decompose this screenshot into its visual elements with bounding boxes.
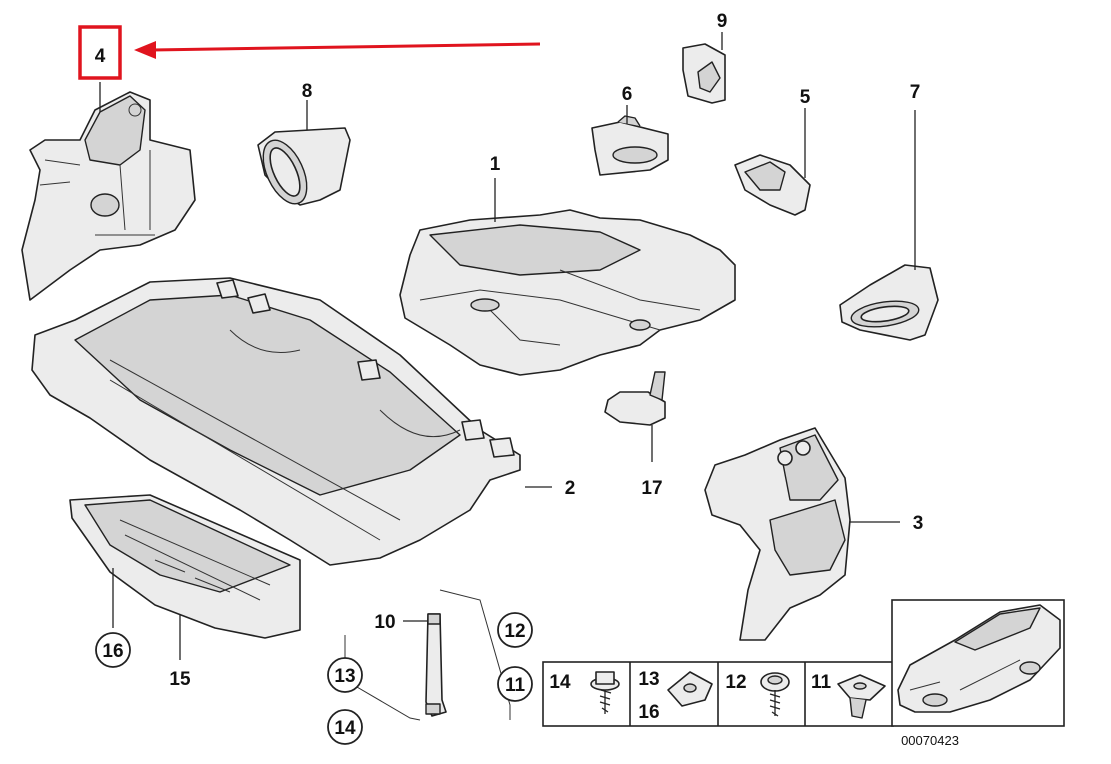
table-label-11: 11 — [811, 672, 832, 693]
clip-13-16[interactable] — [667, 671, 713, 707]
svg-text:14: 14 — [334, 718, 356, 739]
part-15-tray[interactable] — [69, 494, 301, 660]
car-thumbnail — [891, 599, 1065, 727]
svg-text:12: 12 — [504, 621, 525, 642]
label-2: 2 — [565, 478, 576, 499]
screw-12[interactable] — [760, 672, 790, 717]
part-5-bracket[interactable] — [734, 108, 811, 216]
highlight-box-part-4 — [78, 25, 122, 80]
label-1: 1 — [490, 154, 501, 175]
table-label-13: 13 — [638, 669, 659, 690]
svg-text:11: 11 — [505, 675, 526, 696]
part-6-cover[interactable] — [591, 105, 669, 176]
hardware-table — [542, 661, 894, 727]
label-6: 6 — [622, 84, 633, 105]
part-2-lower-panel[interactable] — [31, 277, 552, 566]
part-4-bracket[interactable] — [21, 82, 196, 301]
table-label-12: 12 — [725, 672, 746, 693]
part-1-underbody-panel[interactable] — [399, 178, 736, 376]
label-9: 9 — [717, 11, 728, 32]
clip-11[interactable] — [837, 674, 886, 719]
label-17: 17 — [641, 478, 662, 499]
label-7: 7 — [910, 82, 921, 103]
part-7-duct[interactable] — [839, 110, 939, 341]
reference-number: 00070423 — [901, 733, 959, 748]
part-10-strap[interactable] — [344, 589, 511, 721]
part-9-clip[interactable] — [682, 32, 726, 104]
circled-label-16: 16 — [95, 632, 131, 668]
table-label-16: 16 — [638, 702, 659, 723]
screw-14[interactable] — [590, 671, 620, 714]
label-5: 5 — [800, 87, 811, 108]
label-4: 4 — [95, 46, 106, 67]
table-label-14: 14 — [549, 672, 571, 693]
circled-label-11: 11 — [497, 666, 533, 702]
red-arrow — [134, 41, 541, 59]
part-3-side-panel[interactable] — [704, 427, 900, 641]
circled-label-12: 12 — [497, 612, 533, 648]
label-10: 10 — [374, 612, 395, 633]
circled-label-13: 13 — [327, 657, 363, 693]
part-8-duct[interactable] — [254, 100, 351, 210]
label-3: 3 — [913, 513, 924, 534]
svg-text:16: 16 — [102, 641, 123, 662]
label-8: 8 — [302, 81, 313, 102]
svg-text:13: 13 — [334, 666, 355, 687]
label-15: 15 — [169, 669, 191, 690]
circled-label-14: 14 — [327, 709, 363, 745]
part-17-cap[interactable] — [604, 371, 666, 462]
